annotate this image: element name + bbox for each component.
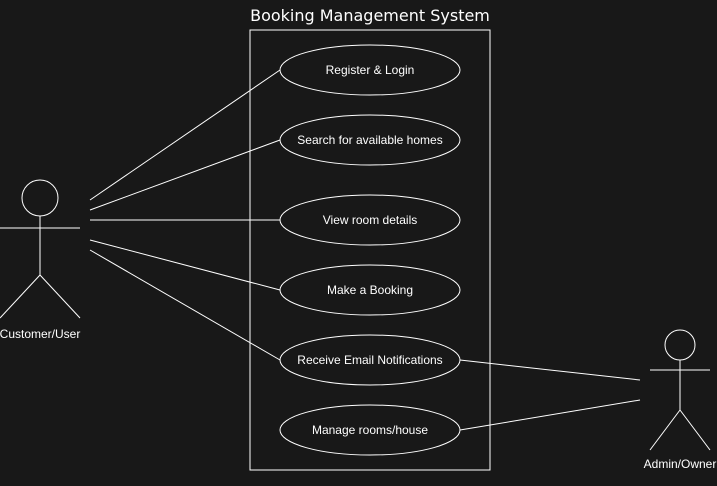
- use-case-label: Manage rooms/house: [312, 423, 428, 437]
- use-case-ellipse: [279, 114, 461, 166]
- use-case-label: View room details: [323, 213, 418, 227]
- use-case-register-login: Register & Login: [279, 44, 461, 96]
- association-admin-receive-email: [459, 359, 641, 381]
- actor-customer-user: [0, 179, 81, 319]
- association-customer-make-booking: [89, 239, 281, 291]
- actor-head: [21, 179, 59, 217]
- use-case-label: Make a Booking: [327, 283, 413, 297]
- actor-label-admin-owner: Admin/Owner: [644, 457, 717, 471]
- system-title: Booking Management System: [250, 6, 490, 25]
- use-case-make-booking: Make a Booking: [279, 264, 461, 316]
- associations: [89, 69, 641, 431]
- use-case-view-room-details: View room details: [279, 194, 461, 246]
- actor-left-leg: [0, 274, 41, 319]
- association-admin-manage-rooms: [459, 399, 641, 431]
- use-case-ellipse: [279, 194, 461, 246]
- association-customer-register-login: [89, 69, 281, 201]
- use-case-ellipse: [279, 404, 461, 456]
- association-customer-receive-email: [89, 249, 281, 361]
- actor-head: [664, 329, 696, 361]
- use-case-search-homes: Search for available homes: [279, 114, 461, 166]
- use-case-label: Receive Email Notifications: [297, 353, 442, 367]
- actor-right-leg: [39, 274, 81, 319]
- use-case-label: Register & Login: [326, 63, 415, 77]
- association-customer-search-homes: [89, 139, 281, 211]
- actor-right-leg: [679, 409, 711, 451]
- use-case-ellipse: [279, 264, 461, 316]
- use-case-ellipse: [279, 44, 461, 96]
- actor-admin-owner: [649, 329, 711, 451]
- use-case-manage-rooms: Manage rooms/house: [279, 404, 461, 456]
- use-case-label: Search for available homes: [297, 133, 442, 147]
- use-case-ellipse: [279, 334, 461, 386]
- actor-left-leg: [649, 409, 681, 451]
- system-boundary-rect: [249, 29, 491, 471]
- use-case-receive-email-notifications: Receive Email Notifications: [279, 334, 461, 386]
- actor-label-customer-user: Customer/User: [0, 327, 80, 341]
- system-boundary: Booking Management System: [249, 6, 491, 471]
